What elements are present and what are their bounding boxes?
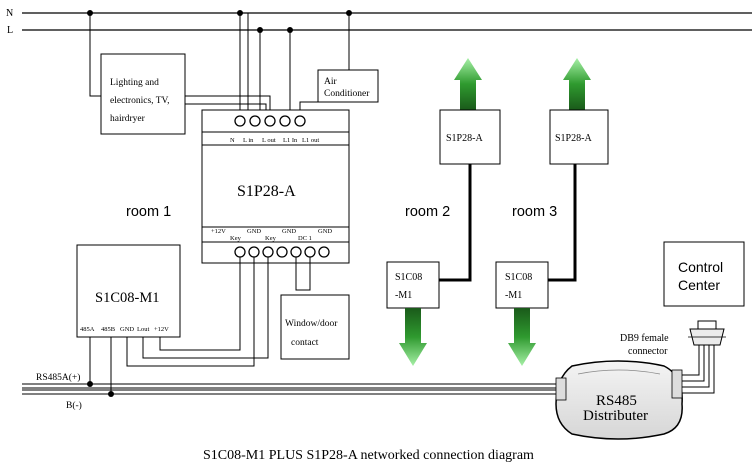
room1-label: room 1: [126, 204, 171, 220]
top-terminal-screws: [234, 115, 306, 127]
room2-up-arrow-icon: [454, 58, 482, 110]
rs485-b-label: B(-): [66, 400, 82, 411]
power-bus: [22, 12, 752, 31]
lighting-box-line3: hairdryer: [110, 114, 146, 124]
room3-s1c08-line2: -M1: [505, 290, 522, 301]
terminal-label: Key: [230, 235, 242, 242]
terminal-label: L out: [262, 137, 276, 144]
room2-s1p28-title: S1P28-A: [446, 133, 483, 144]
terminal-label: GND: [318, 228, 332, 235]
terminal-label: GND: [247, 228, 261, 235]
room3-up-arrow-icon: [563, 58, 591, 110]
air-conditioner-line1: Air: [324, 77, 338, 87]
room2-group: room 2 S1P28-A S1C08 -M1: [386, 58, 501, 366]
terminal-label: 485B: [101, 326, 116, 333]
rs485-bus: [22, 383, 560, 395]
module-title: S1C08-M1: [95, 290, 159, 306]
room2-label: room 2: [405, 204, 450, 220]
control-center-line1: Control: [678, 259, 723, 275]
terminal-label: Key: [265, 235, 277, 242]
room2-s1c08-line2: -M1: [395, 290, 412, 301]
distributer-line2: Distributer: [583, 408, 648, 424]
terminal-label: L1 In: [283, 137, 298, 144]
module-title: S1P28-A: [237, 183, 296, 200]
air-conditioner-box: Air Conditioner: [317, 69, 379, 103]
rs485-a-label: RS485A(+): [36, 372, 80, 383]
room2-down-arrow-icon: [399, 308, 427, 366]
db9-wires: [680, 345, 715, 394]
terminal-label: N: [230, 137, 235, 144]
air-conditioner-line2: Conditioner: [324, 89, 370, 99]
live-label: L: [7, 25, 13, 36]
terminal-label: L in: [243, 137, 254, 144]
terminal-label: L1 out: [302, 137, 319, 144]
neutral-label: N: [6, 8, 13, 19]
terminal-label: DC 1: [298, 235, 312, 242]
db9-label-line1: DB9 female: [620, 333, 669, 344]
control-center-line2: Center: [678, 277, 720, 293]
diagram-caption: S1C08-M1 PLUS S1P28-A networked connecti…: [203, 448, 534, 463]
lighting-box-line2: electronics, TV,: [110, 96, 170, 106]
room3-link: [548, 164, 577, 282]
db9-connector: DB9 female connector: [620, 320, 726, 394]
control-center-box: Control Center: [663, 241, 745, 307]
terminal-label: Lout: [137, 326, 149, 333]
lighting-box-line1: Lighting and: [110, 78, 159, 88]
room1-s1c08-module: S1C08-M1 485A 485B GND Lout +12V: [76, 244, 181, 338]
terminal-label: +12V: [154, 326, 169, 333]
window-door-contact-box: Window/door contact: [280, 294, 350, 360]
contact-box-line1: Window/door: [285, 319, 338, 329]
db9-plug-icon: [688, 320, 726, 346]
module-wiring: [89, 257, 311, 394]
distributer-line1: RS485: [596, 393, 637, 409]
terminal-label: GND: [120, 326, 134, 333]
room3-group: room 3 S1P28-A S1C08 -M1: [495, 58, 609, 366]
lighting-box: Lighting and electronics, TV, hairdryer: [100, 53, 186, 135]
contact-box-line2: contact: [291, 338, 319, 348]
terminal-label: +12V: [211, 228, 226, 235]
room3-label: room 3: [512, 204, 557, 220]
room3-s1p28-title: S1P28-A: [555, 133, 592, 144]
terminal-label: 485A: [80, 326, 95, 333]
room3-s1c08-line1: S1C08: [505, 272, 532, 283]
db9-label-line2: connector: [628, 346, 668, 357]
room2-link: [439, 164, 472, 282]
room2-s1c08-line1: S1C08: [395, 272, 422, 283]
room1-s1p28-module: N L in L out L1 In L1 out S1P28-A +12V K…: [201, 109, 350, 264]
room3-down-arrow-icon: [508, 308, 536, 366]
rs485-junctions: [87, 381, 114, 397]
terminal-label: GND: [282, 228, 296, 235]
rs485-distributer: RS485 Distributer: [555, 360, 683, 440]
